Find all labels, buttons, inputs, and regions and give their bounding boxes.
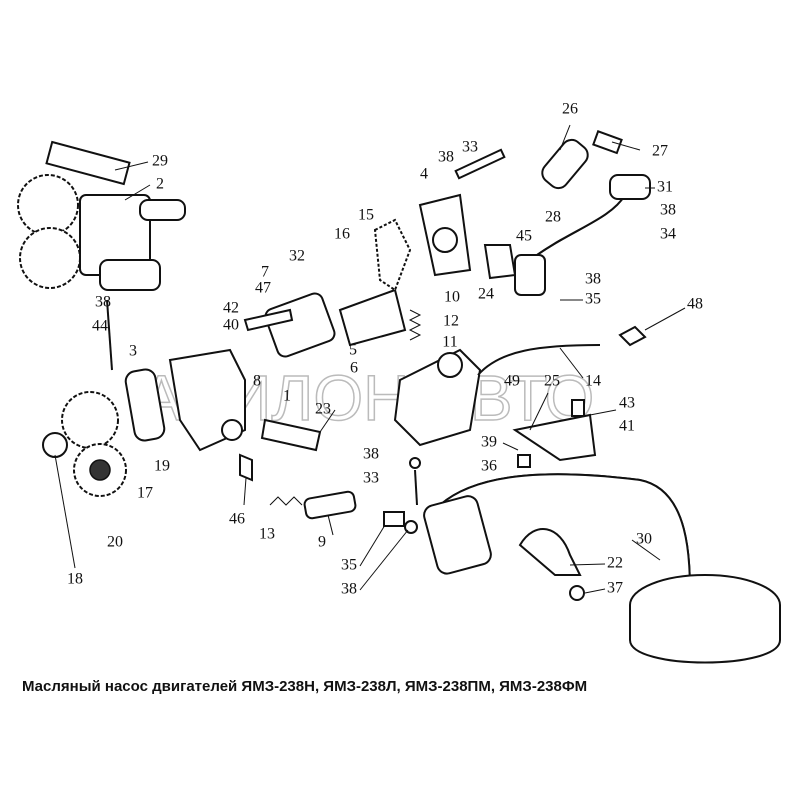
- callout: 24: [478, 286, 494, 303]
- callout: 34: [660, 226, 676, 243]
- callout: 38: [585, 271, 601, 288]
- callout: 15: [358, 207, 374, 224]
- callout: 39: [481, 434, 497, 451]
- callout: 11: [442, 334, 457, 351]
- callout: 48: [687, 296, 703, 313]
- callout: 18: [67, 571, 83, 588]
- callout: 38: [438, 149, 454, 166]
- callout: 29: [152, 153, 168, 170]
- drive-gears-7: [243, 218, 412, 358]
- callout: 17: [137, 485, 153, 502]
- cover-4: [418, 130, 623, 280]
- callout: 3: [129, 343, 137, 360]
- leader-lines: [54, 124, 686, 594]
- callout: 10: [444, 289, 460, 306]
- callout: 49: [504, 373, 520, 390]
- callout: 7: [261, 264, 269, 281]
- callout: 31: [657, 179, 673, 196]
- callout: 9: [318, 534, 326, 551]
- callout: 37: [607, 580, 623, 597]
- outlet-pipe-31: [514, 174, 651, 347]
- small-parts: [239, 453, 421, 534]
- callout: 16: [334, 226, 350, 243]
- callout: 33: [462, 139, 478, 156]
- callout: 41: [619, 418, 635, 435]
- pump-gear-assembly: [17, 140, 186, 371]
- callout: 8: [253, 373, 261, 390]
- callout: 38: [95, 294, 111, 311]
- callout: 2: [156, 176, 164, 193]
- bracket-25: [512, 399, 597, 468]
- gears-17-20-18: [42, 391, 127, 497]
- callout: 42: [223, 300, 239, 317]
- callout: 32: [289, 248, 305, 265]
- callout: 35: [585, 291, 601, 308]
- callout: 44: [92, 318, 108, 335]
- valve-housing-11: [393, 309, 601, 447]
- callout: 43: [619, 395, 635, 412]
- callout: 40: [223, 317, 239, 334]
- callout: 6: [350, 360, 358, 377]
- callout: 1: [283, 388, 291, 405]
- callout: 27: [652, 143, 668, 160]
- callout: 23: [315, 401, 331, 418]
- callout-labels: 29 2 38 44 42 47 7 32 40 3 8 1 23 5 6 16…: [67, 101, 703, 598]
- callout: 25: [544, 373, 560, 390]
- callout: 13: [259, 526, 275, 543]
- callout: 30: [636, 531, 652, 548]
- diagram-caption: Масляный насос двигателей ЯМЗ-238Н, ЯМЗ-…: [22, 678, 588, 695]
- callout: 38: [363, 446, 379, 463]
- callout: 26: [562, 101, 578, 118]
- callout: 28: [545, 209, 561, 226]
- callout: 5: [349, 342, 357, 359]
- callout: 45: [516, 228, 532, 245]
- callout: 22: [607, 555, 623, 572]
- callout: 47: [255, 280, 271, 297]
- callout: 20: [107, 534, 123, 551]
- callout: 12: [443, 313, 459, 330]
- callout: 14: [585, 373, 601, 390]
- callout: 35: [341, 557, 357, 574]
- callout: 33: [363, 470, 379, 487]
- callout: 46: [229, 511, 245, 528]
- callout: 38: [660, 202, 676, 219]
- oil-intake-30: [423, 473, 781, 664]
- callout: 4: [420, 166, 428, 183]
- callout: 19: [154, 458, 170, 475]
- callout: 38: [341, 581, 357, 598]
- pump-housing-3: [124, 348, 322, 452]
- callout: 36: [481, 458, 497, 475]
